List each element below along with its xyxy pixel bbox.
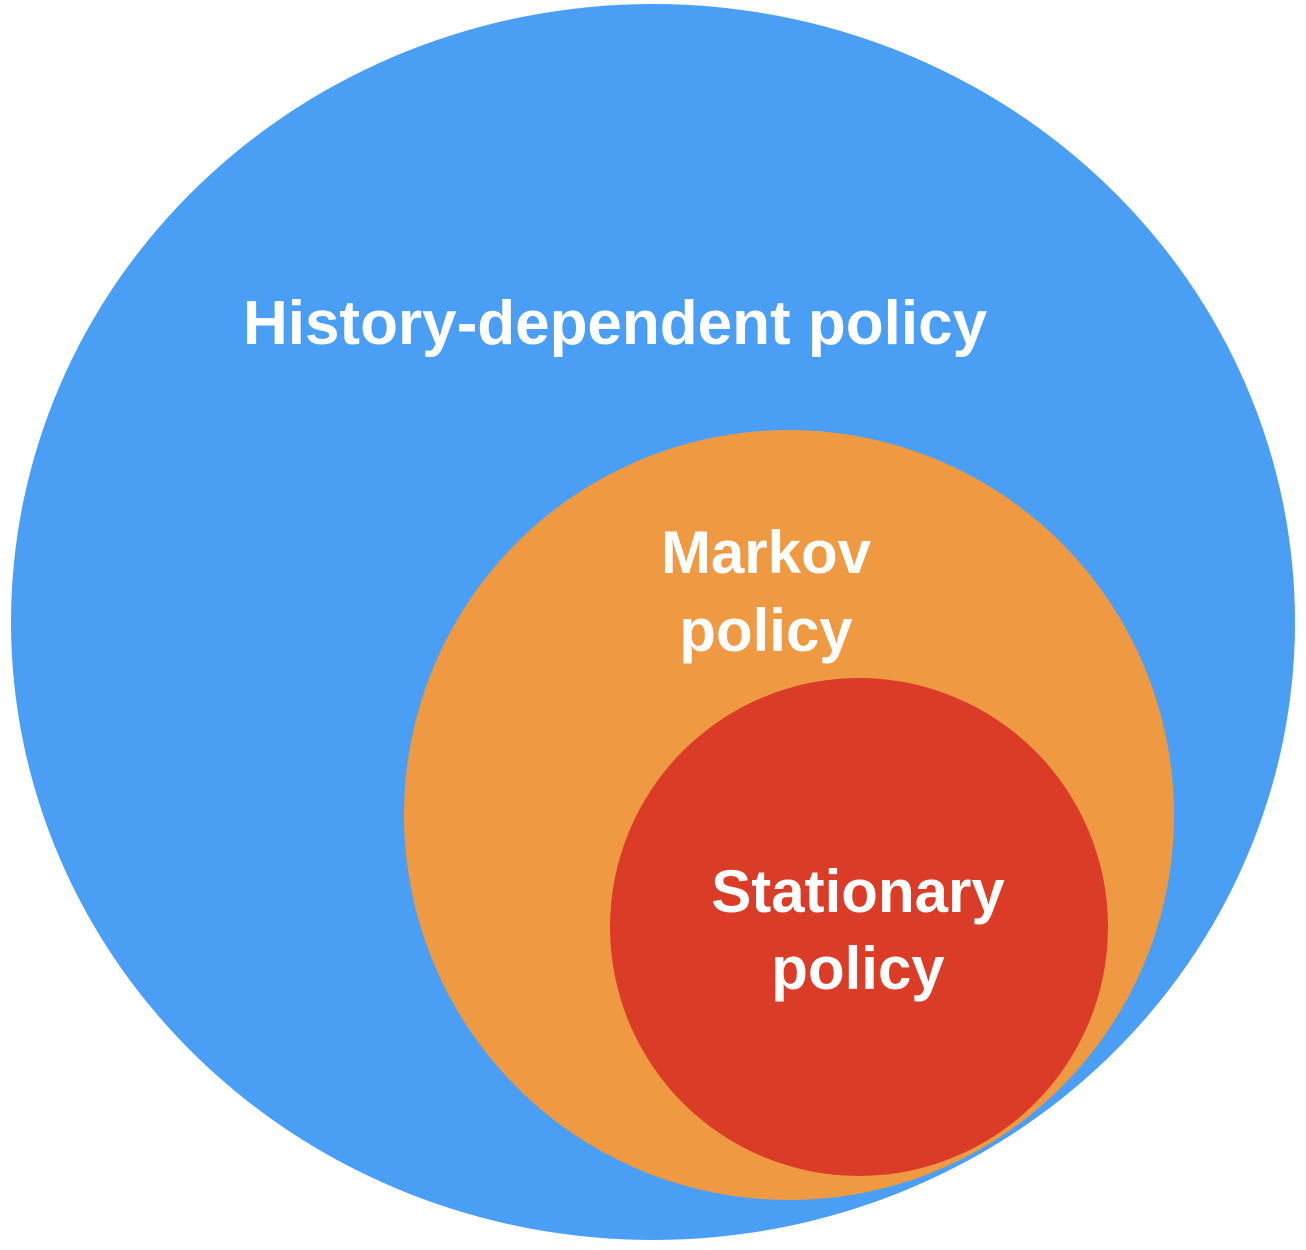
stationary-set [610,678,1108,1176]
stationary-label-line-2: policy [771,935,945,1002]
markov-label-line-1: Markov [661,519,872,586]
stationary-label-line-1: Stationary [711,858,1005,925]
history-dependent-label: History-dependent policy [243,289,988,358]
markov-label-line-2: policy [679,597,853,664]
